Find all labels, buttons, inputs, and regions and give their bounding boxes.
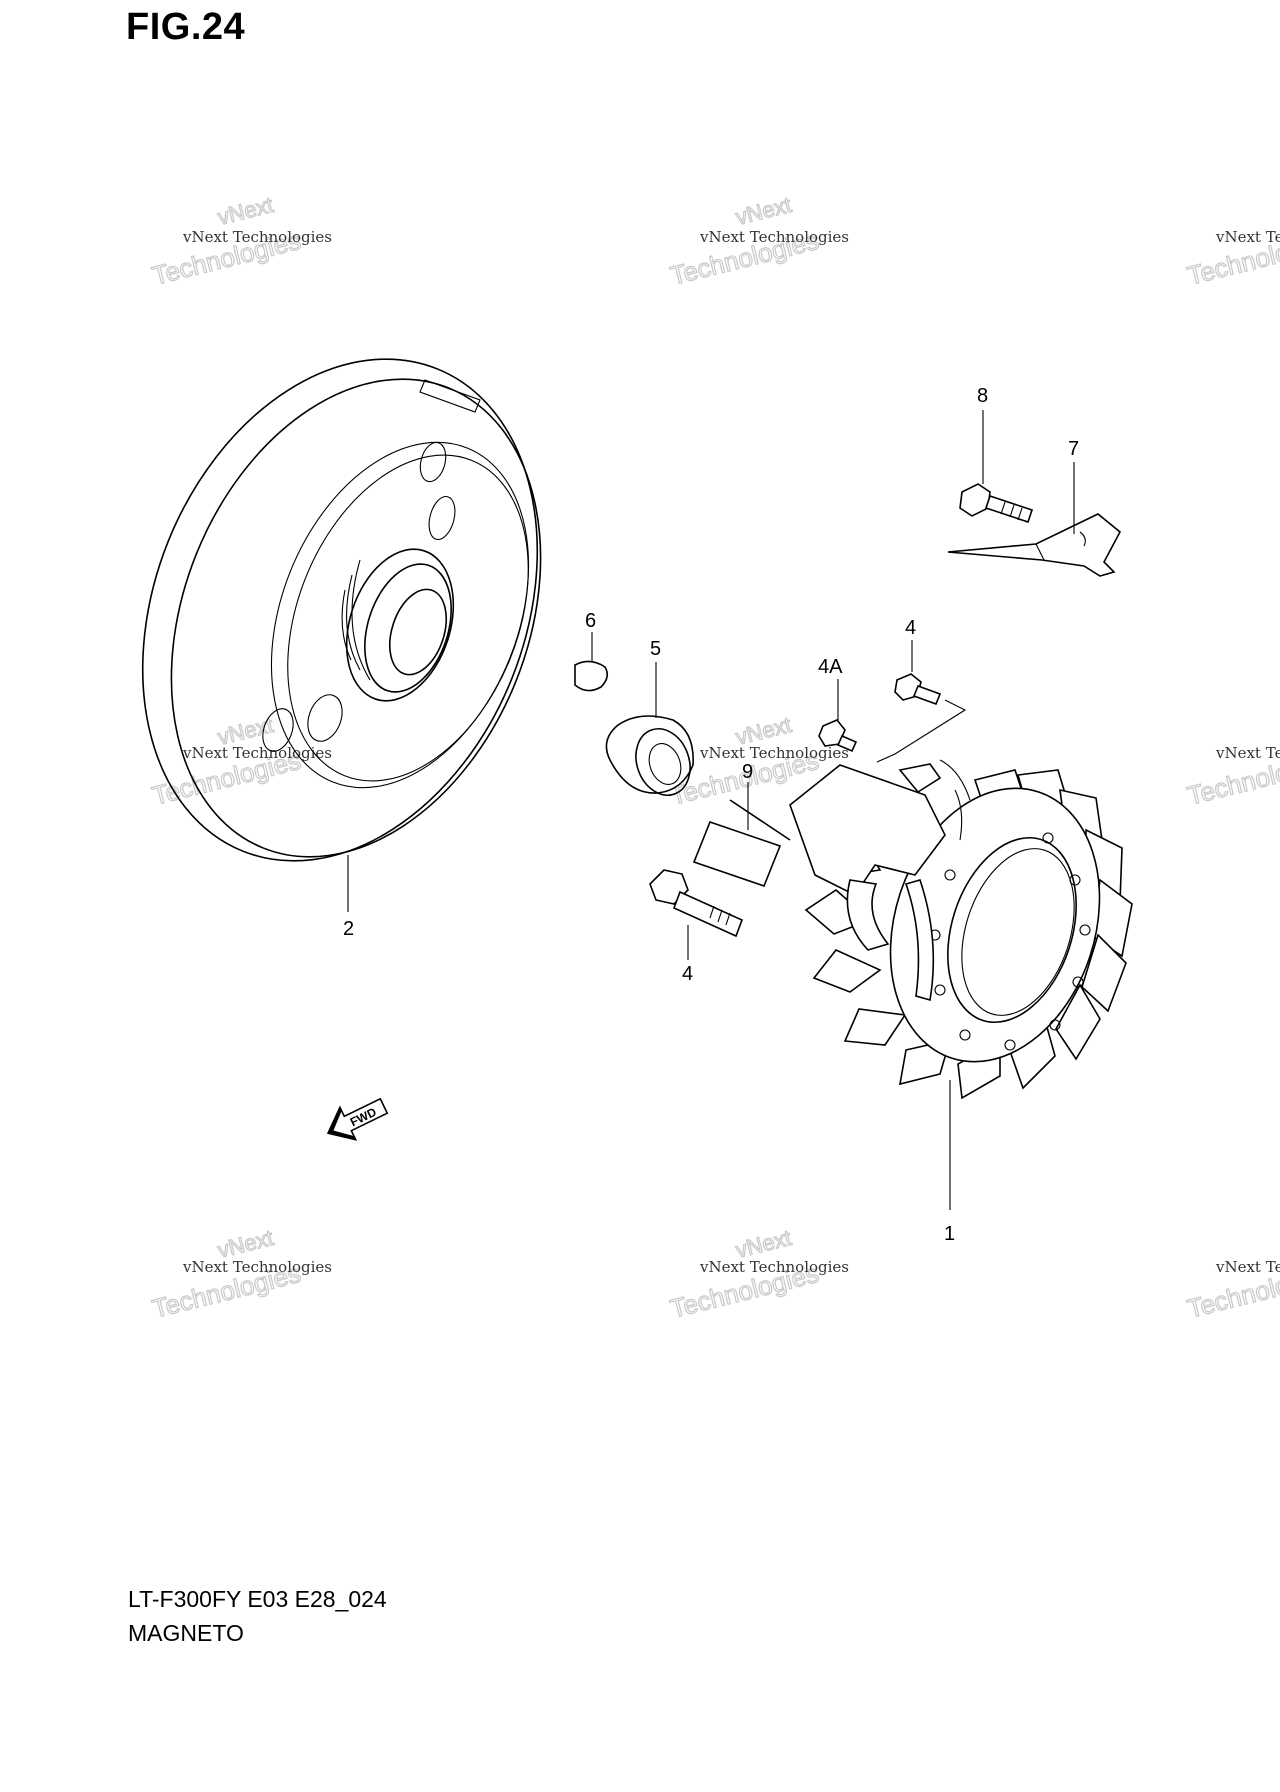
part-3-bolt	[649, 869, 744, 960]
callout-2: 2	[343, 918, 354, 940]
callout-4a: 4A	[818, 656, 843, 678]
fwd-arrow-icon: FWD	[326, 1097, 389, 1141]
callout-5: 5	[650, 638, 661, 660]
part-5-nut	[605, 662, 694, 796]
watermark-text: vNext Technologies	[1215, 744, 1280, 762]
part-4-screw	[876, 640, 967, 763]
watermark: Technologies vNext vNext Technologies	[667, 1224, 849, 1324]
watermark: Technologies vNext Technologies	[1184, 224, 1280, 291]
part-8-bolt	[959, 410, 1034, 524]
watermark: Technologies vNext vNext Technologies	[667, 191, 849, 291]
watermark-top-text: vNext	[733, 192, 794, 230]
watermark-text: vNext Technologies	[699, 1258, 849, 1276]
callout-3: 4	[682, 963, 693, 985]
watermark-text: vNext Technologies	[1215, 228, 1280, 246]
watermark-text: vNext Technologies	[699, 744, 849, 762]
watermark-text: vNext Technologies	[1215, 1258, 1280, 1276]
callout-4: 4	[905, 617, 916, 639]
part-6-key	[574, 632, 609, 692]
watermark-text: vNext Technologies	[182, 228, 332, 246]
watermark: Technologies vNext Technologies	[1184, 1257, 1280, 1324]
watermark-text: vNext Technologies	[699, 228, 849, 246]
callout-6: 6	[585, 610, 596, 632]
callout-7: 7	[1068, 438, 1079, 460]
figure-title: FIG.24	[126, 6, 246, 48]
callout-9: 9	[742, 761, 753, 783]
watermark-text: vNext Technologies	[182, 744, 332, 762]
watermark-text: vNext Technologies	[182, 1258, 332, 1276]
section-name: MAGNETO	[128, 1620, 244, 1646]
callout-1: 1	[944, 1223, 955, 1245]
part-2-rotor	[141, 358, 542, 912]
watermark: Technologies vNext vNext Technologies	[149, 1224, 332, 1324]
part-1-stator	[729, 759, 1133, 1210]
watermark: Technologies vNext Technologies	[1184, 744, 1280, 811]
model-code: LT-F300FY E03 E28_024	[128, 1586, 387, 1612]
watermark: Technologies vNext vNext Technologies	[149, 191, 332, 291]
part-9-pad	[692, 782, 782, 888]
part-4a-screw	[818, 679, 858, 753]
callout-8: 8	[977, 385, 988, 407]
watermark-top-text: vNext	[215, 192, 276, 230]
part-7-bracket	[947, 462, 1122, 577]
